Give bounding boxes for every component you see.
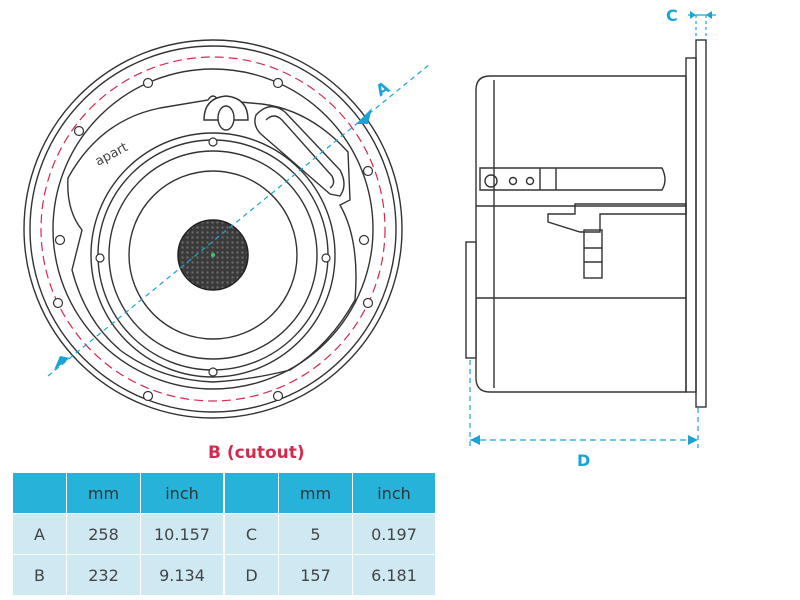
bezel	[695, 39, 707, 408]
row-label: D	[224, 554, 279, 596]
row-inch: 10.157	[140, 513, 224, 555]
table-row: C 5 0.197	[224, 513, 436, 555]
cutout-circle	[40, 56, 386, 402]
row-inch: 0.197	[352, 513, 436, 555]
table-row: B 232 9.134	[12, 554, 224, 596]
mounting-ring	[52, 68, 374, 390]
woofer-frame	[90, 132, 336, 378]
baffle-plate	[67, 95, 357, 383]
header-cell	[224, 472, 279, 514]
woofer-cone	[128, 170, 298, 340]
row-label: C	[224, 513, 279, 555]
header-inch: inch	[352, 472, 436, 514]
label-c: C	[666, 6, 678, 25]
row-mm: 157	[278, 554, 353, 596]
mounting-screws	[52, 77, 374, 402]
row-label: A	[12, 513, 67, 555]
row-inch: 6.181	[352, 554, 436, 596]
side-view	[465, 39, 707, 408]
row-mm: 5	[278, 513, 353, 555]
dimensions-table-ab: mm inch A 258 10.157 B 232 9.134	[12, 472, 224, 596]
dimension-d	[469, 360, 699, 448]
header-inch: inch	[140, 472, 224, 514]
inner-rim	[29, 45, 397, 413]
header-mm: mm	[278, 472, 353, 514]
dimension-c	[688, 11, 716, 40]
dimensions-table-cd: mm inch C 5 0.197 D 157 6.181	[224, 472, 436, 596]
woofer-surround	[108, 150, 318, 360]
header-cell	[12, 472, 67, 514]
brand-logo: apart	[93, 140, 131, 170]
label-b-cutout: B (cutout)	[208, 443, 305, 463]
front-view	[23, 39, 403, 419]
table-header-row: mm inch	[12, 472, 224, 514]
row-mm: 258	[66, 513, 141, 555]
can-body	[475, 75, 687, 393]
row-label: B	[12, 554, 67, 596]
table-row: A 258 10.157	[12, 513, 224, 555]
table-row: D 157 6.181	[224, 554, 436, 596]
header-mm: mm	[66, 472, 141, 514]
handle-slot	[254, 106, 345, 197]
row-inch: 9.134	[140, 554, 224, 596]
terminal	[465, 241, 477, 359]
outer-rim	[23, 39, 403, 419]
clamp-bracket	[479, 167, 666, 191]
flange	[685, 57, 697, 393]
table-header-row: mm inch	[224, 472, 436, 514]
row-mm: 232	[66, 554, 141, 596]
label-d: D	[577, 451, 590, 470]
clamp-arm	[547, 203, 687, 233]
